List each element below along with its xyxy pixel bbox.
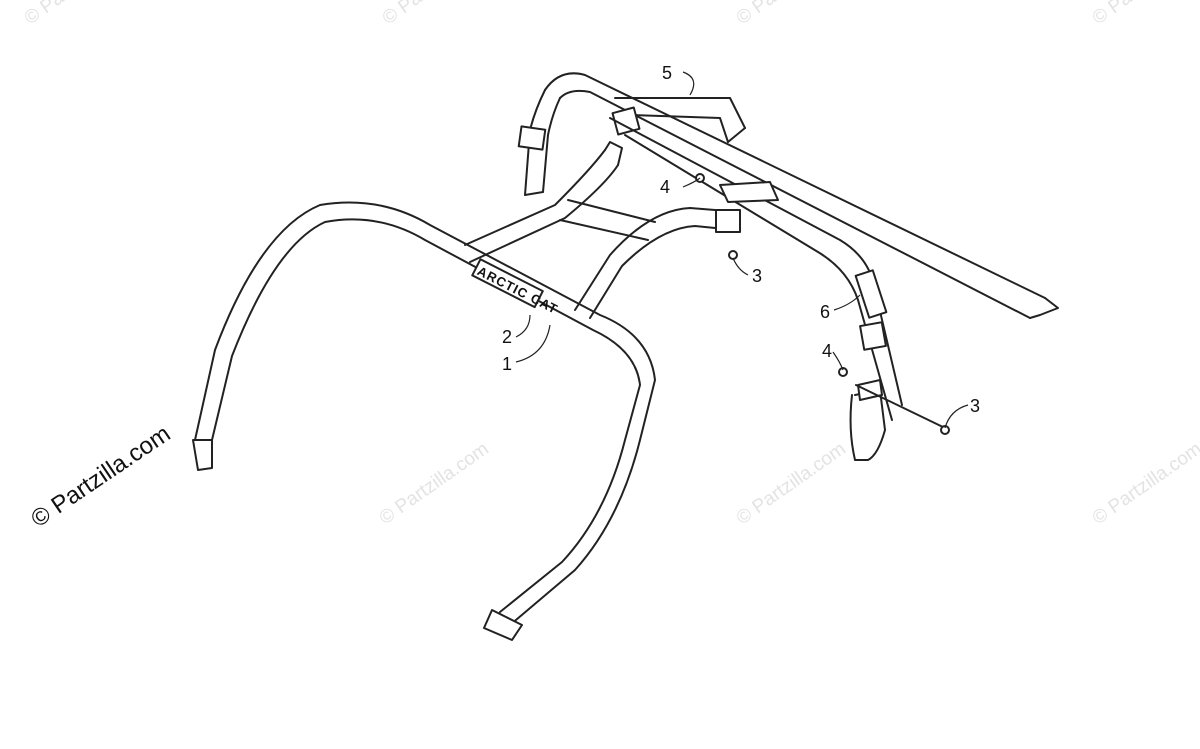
rear-upper-hoop	[517, 72, 1059, 421]
right-lower-mount	[849, 379, 886, 461]
watermark: © Partzilla.com	[376, 438, 493, 529]
front-main-hoop	[192, 201, 656, 641]
hardware-fasteners	[695, 173, 950, 435]
callout-1: 1	[502, 354, 512, 374]
callout-5: 5	[662, 63, 672, 83]
callout-3-upper: 3	[752, 266, 762, 286]
callout-4-lower: 4	[822, 341, 832, 361]
callout-2: 2	[502, 327, 512, 347]
callout-labels: 5 4 3 6 2 1 4 3	[502, 63, 980, 416]
watermark: © Partzilla.com	[1089, 0, 1200, 29]
callout-4-upper: 4	[660, 177, 670, 197]
bolt-icon	[728, 250, 738, 260]
watermark: © Partzilla.com	[379, 0, 496, 29]
leader-lines	[515, 71, 969, 429]
watermark: © Partzilla.com	[21, 0, 138, 29]
callout-3-lower: 3	[970, 396, 980, 416]
callout-6: 6	[820, 302, 830, 322]
nut-icon	[838, 367, 848, 377]
watermark: © Partzilla.com	[1089, 438, 1200, 529]
watermark: © Partzilla.com	[733, 0, 850, 29]
copyright-text: © Partzilla.com	[26, 420, 175, 533]
watermark: © Partzilla.com	[733, 438, 850, 529]
center-cross-frame: ARCTIC CAT	[464, 141, 741, 319]
